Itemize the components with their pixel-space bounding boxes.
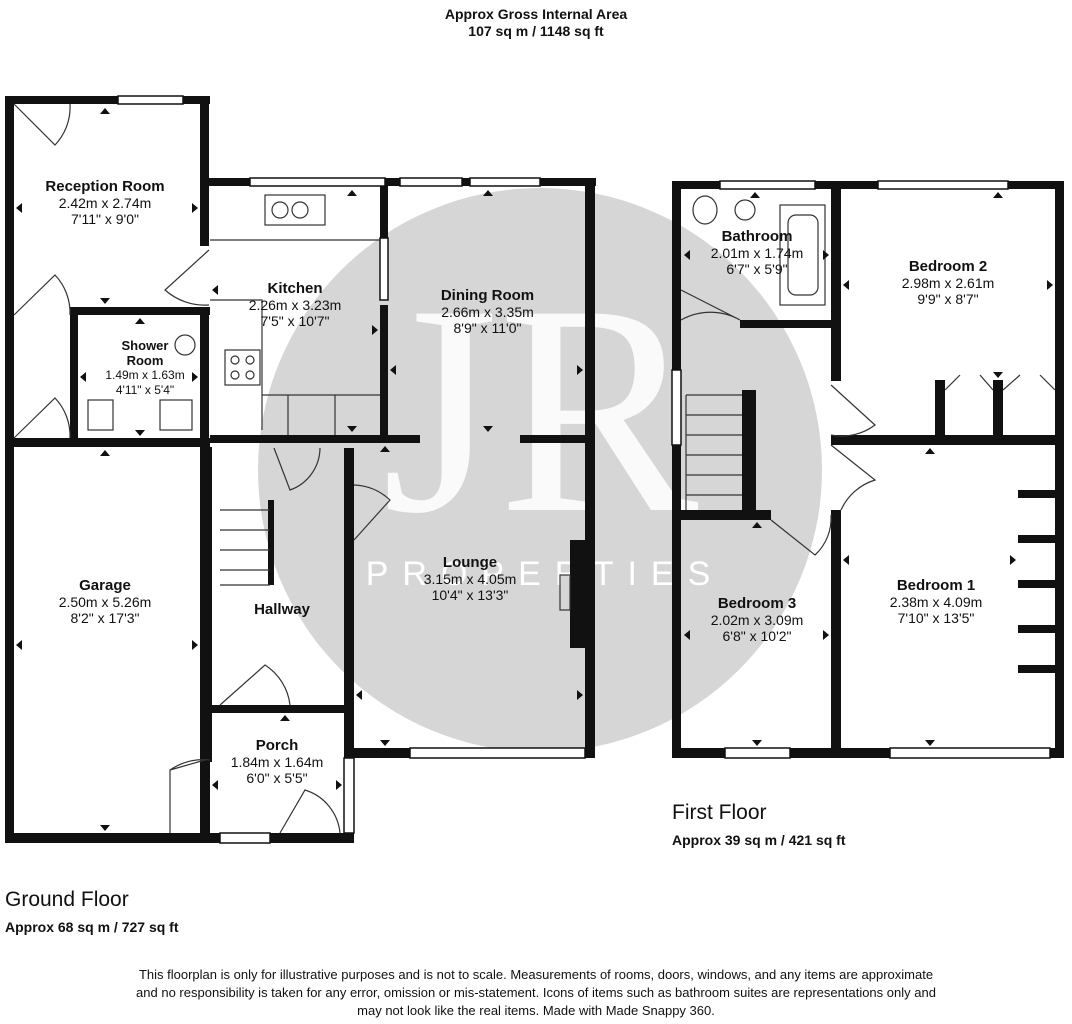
room-bedroom-3: Bedroom 3 2.02m x 3.09m 6'8" x 10'2" xyxy=(684,595,830,644)
room-reception: Reception Room 2.42m x 2.74m 7'11" x 9'0… xyxy=(10,178,200,227)
room-metric: 1.49m x 1.63m xyxy=(105,368,185,382)
ground-floor-doors xyxy=(13,103,571,834)
room-imperial: 10'4" x 13'3" xyxy=(431,587,509,603)
room-metric: 2.38m x 4.09m xyxy=(889,594,983,610)
room-name-line2: Room xyxy=(126,353,164,368)
watermark-brand: PROPERTIES xyxy=(366,555,725,593)
room-imperial: 7'11" x 9'0" xyxy=(71,211,139,227)
room-imperial: 9'9" x 8'7" xyxy=(917,291,979,307)
room-garage: Garage 2.50m x 5.26m 8'2" x 17'3" xyxy=(10,577,200,626)
room-name: Reception Room xyxy=(45,178,165,195)
first-floor-area: Approx 39 sq m / 421 sq ft xyxy=(672,832,846,848)
room-imperial: 6'0" x 5'5" xyxy=(246,770,308,786)
room-imperial: 7'5" x 10'7" xyxy=(260,313,330,329)
ground-floor-title: Ground Floor xyxy=(5,888,129,911)
first-floor-dimension-arrows xyxy=(684,192,1053,746)
room-imperial: 8'9" x 11'0" xyxy=(453,320,522,336)
disclaimer-line-1: This floorplan is only for illustrative … xyxy=(138,967,934,982)
room-metric: 2.01m x 1.74m xyxy=(710,245,804,261)
disclaimer: This floorplan is only for illustrative … xyxy=(60,966,1012,1020)
room-bedroom-2: Bedroom 2 2.98m x 2.61m 9'9" x 8'7" xyxy=(842,258,1054,307)
room-name: Porch xyxy=(255,737,299,754)
room-imperial: 7'10" x 13'5" xyxy=(897,610,975,626)
room-imperial: 6'8" x 10'2" xyxy=(722,628,792,644)
watermark-letters: JR xyxy=(382,243,700,575)
room-name: Garage xyxy=(79,577,131,594)
first-floor-title: First Floor xyxy=(672,801,767,824)
room-imperial: 8'2" x 17'3" xyxy=(70,610,140,626)
first-floor-windows xyxy=(671,180,1051,759)
room-metric: 3.15m x 4.05m xyxy=(423,571,517,587)
room-metric: 2.26m x 3.23m xyxy=(248,297,342,313)
room-name: Dining Room xyxy=(440,287,535,304)
room-name: Bedroom 3 xyxy=(717,595,797,612)
first-floor-fittings xyxy=(680,195,1056,556)
room-metric: 2.50m x 5.26m xyxy=(58,594,152,610)
room-kitchen: Kitchen 2.26m x 3.23m 7'5" x 10'7" xyxy=(212,280,378,329)
room-name: Lounge xyxy=(442,554,498,571)
room-name: Bathroom xyxy=(721,228,793,245)
room-metric: 2.02m x 3.09m xyxy=(710,612,804,628)
room-metric: 2.66m x 3.35m xyxy=(441,304,534,320)
room-dining: Dining Room 2.66m x 3.35m 8'9" x 11'0" xyxy=(390,287,585,336)
room-metric: 2.42m x 2.74m xyxy=(58,195,152,211)
room-name-line1: Shower xyxy=(121,338,169,353)
room-hallway: Hallway xyxy=(212,601,352,618)
gross-area-value: 107 sq m / 1148 sq ft xyxy=(468,23,604,39)
room-name: Bedroom 1 xyxy=(896,577,976,594)
room-imperial: 6'7" x 5'9" xyxy=(726,261,788,277)
disclaimer-line-3: may not look like the real items. Made w… xyxy=(357,1003,715,1018)
room-metric: 1.84m x 1.64m xyxy=(230,754,324,770)
first-floor-walls xyxy=(672,181,1064,758)
room-bathroom: Bathroom 2.01m x 1.74m 6'7" x 5'9" xyxy=(684,228,830,277)
gross-area-title: Approx Gross Internal Area xyxy=(444,6,628,22)
disclaimer-line-2: and no responsibility is taken for any e… xyxy=(136,985,936,1000)
room-name: Bedroom 2 xyxy=(908,258,988,275)
room-imperial: 4'11" x 5'4" xyxy=(115,383,175,397)
ground-floor-dimension-arrows xyxy=(16,108,583,831)
ground-floor-area: Approx 68 sq m / 727 sq ft xyxy=(5,919,179,935)
ground-floor-windows xyxy=(117,95,586,844)
room-name: Hallway xyxy=(254,601,310,618)
room-metric: 2.98m x 2.61m xyxy=(901,275,995,291)
room-shower: Shower Room 1.49m x 1.63m 4'11" x 5'4" xyxy=(80,338,210,398)
room-name: Kitchen xyxy=(267,280,323,297)
room-bedroom-1: Bedroom 1 2.38m x 4.09m 7'10" x 13'5" xyxy=(842,577,1030,626)
room-porch: Porch 1.84m x 1.64m 6'0" x 5'5" xyxy=(212,737,342,786)
room-lounge: Lounge 3.15m x 4.05m 10'4" x 13'3" xyxy=(356,554,584,603)
